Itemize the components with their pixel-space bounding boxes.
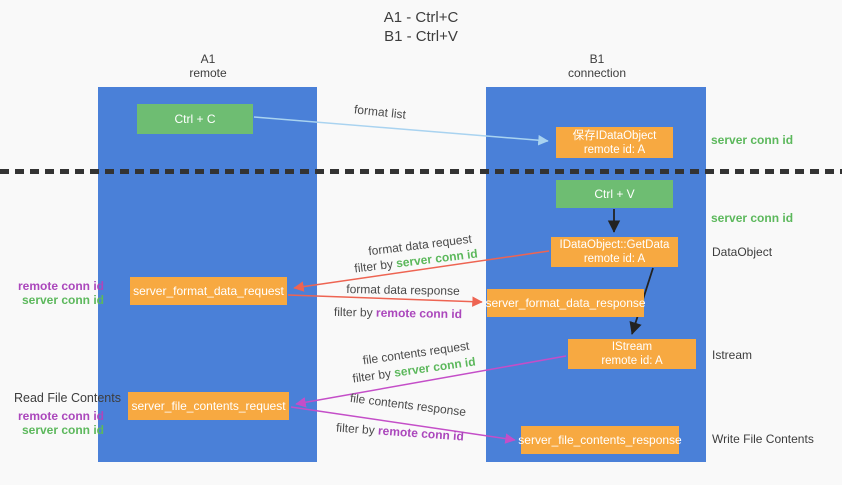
node-server-file-contents-response-label: server_file_contents_response	[518, 433, 682, 447]
node-ctrl-c: Ctrl + C	[137, 104, 253, 134]
node-server-file-contents-response: server_file_contents_response	[518, 426, 682, 454]
label-filter-by-remote-1: filter by remote conn id	[334, 305, 462, 321]
left-conn-id-block-2: remote conn id server conn id	[0, 409, 104, 437]
node-save-idataobject: 保存IDataObject remote id: A	[556, 127, 673, 158]
label-file-contents-response: file contents response	[349, 390, 467, 420]
title-line-1: A1 - Ctrl+C	[383, 9, 459, 26]
right-column-header: B1 connection	[568, 52, 626, 80]
node-ctrl-c-label: Ctrl + C	[174, 112, 216, 126]
node-server-format-data-request-label: server_format_data_request	[133, 284, 284, 298]
right-column-name: B1	[589, 52, 605, 66]
left-column-name: A1	[200, 52, 216, 66]
node-istream: IStream remote id: A	[568, 339, 696, 369]
label-server-conn-id-top: server conn id	[711, 133, 794, 147]
node-ctrl-v: Ctrl + V	[556, 180, 673, 208]
label-remote-conn-id-2: remote conn id	[17, 409, 104, 423]
node-server-format-data-request: server_format_data_request	[130, 277, 287, 305]
diagram-title: A1 - Ctrl+C B1 - Ctrl+V	[384, 8, 459, 46]
filter-remote-conn-id-2: remote conn id	[377, 423, 465, 444]
filter-by-text: filter by	[333, 304, 377, 320]
label-istream: Istream	[712, 348, 753, 362]
filter-by-text: filter by	[335, 420, 379, 438]
node-server-file-contents-request-label: server_file_contents_request	[131, 399, 286, 413]
label-server-conn-id-1: server conn id	[21, 293, 104, 307]
node-server-file-contents-request: server_file_contents_request	[128, 392, 289, 420]
filter-by-text: filter by	[351, 365, 396, 386]
node-save-idataobject-line1: 保存IDataObject	[572, 129, 657, 142]
dotted-divider	[0, 169, 842, 174]
node-getdata: IDataObject::GetData remote id: A	[551, 237, 678, 267]
label-read-file-contents: Read File Contents	[13, 391, 121, 405]
filter-remote-conn-id-1: remote conn id	[375, 305, 463, 322]
left-column-header: A1 remote	[189, 52, 226, 80]
label-format-list: format list	[353, 102, 407, 122]
label-remote-conn-id-1: remote conn id	[17, 279, 104, 293]
label-write-file-contents: Write File Contents	[712, 432, 814, 446]
node-getdata-line1: IDataObject::GetData	[559, 239, 670, 251]
node-server-format-data-response-label: server_format_data_response	[485, 296, 646, 310]
label-format-data-response: format data response	[346, 282, 460, 298]
label-server-conn-id-2: server conn id	[21, 423, 104, 437]
node-save-idataobject-line2: remote id: A	[583, 143, 646, 156]
left-column-role: remote	[189, 66, 227, 80]
label-dataobject: DataObject	[712, 245, 773, 259]
node-ctrl-v-label: Ctrl + V	[594, 187, 635, 201]
label-server-conn-id-mid: server conn id	[711, 211, 794, 225]
node-getdata-line2: remote id: A	[583, 253, 646, 265]
left-conn-id-block-1: remote conn id server conn id	[0, 279, 104, 307]
node-istream-line2: remote id: A	[601, 355, 663, 367]
label-filter-by-remote-2: filter by remote conn id	[336, 421, 465, 444]
node-istream-line1: IStream	[611, 341, 653, 353]
node-server-format-data-response: server_format_data_response	[485, 289, 646, 317]
title-line-2: B1 - Ctrl+V	[384, 28, 458, 45]
filter-by-text: filter by	[353, 256, 397, 276]
right-column-role: connection	[567, 66, 627, 80]
